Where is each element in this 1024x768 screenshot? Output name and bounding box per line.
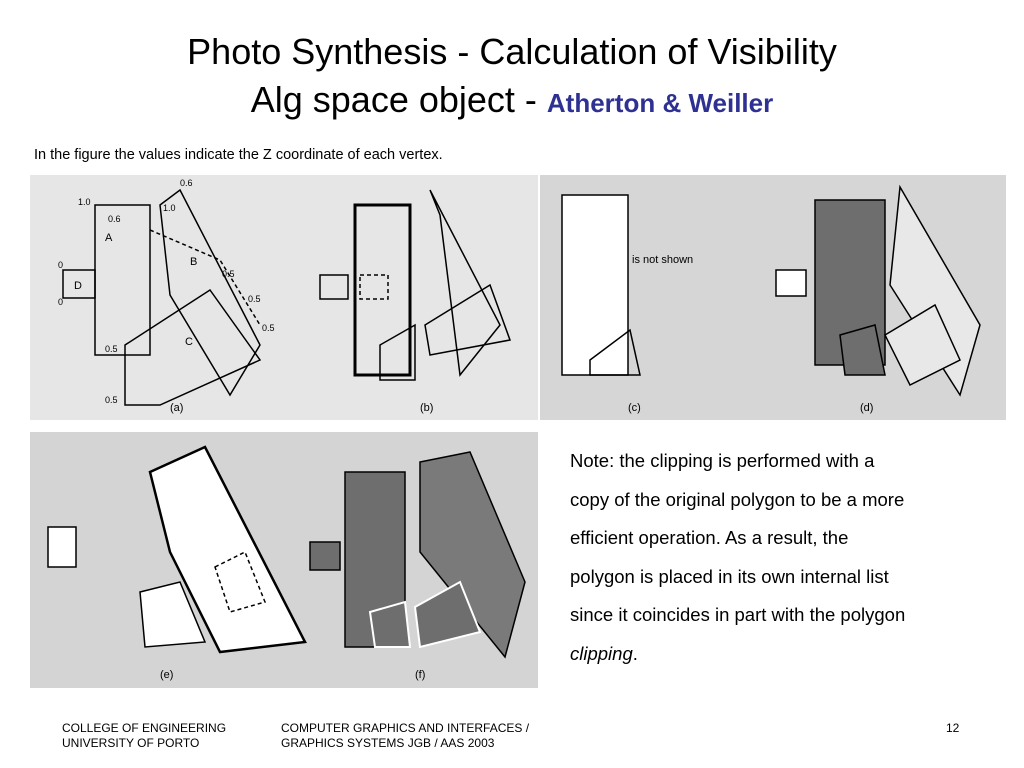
fig-f-polygon-d: [309, 541, 341, 571]
fig-a-value: 0.5: [222, 269, 235, 279]
fig-f-polygon-c-out-b: [413, 580, 482, 649]
fig-a-value: 0.6: [180, 178, 193, 188]
footer-mid-2: GRAPHICS SYSTEMS JGB / AAS 2003: [281, 736, 495, 750]
fig-a-polygon-c: [124, 288, 262, 406]
fig-a-label: D: [74, 280, 82, 292]
fig-b-polygon-d-in: [359, 274, 389, 300]
fig-d-polygon-d: [775, 269, 807, 297]
footer-course: COMPUTER GRAPHICS AND INTERFACES / GRAPH…: [281, 721, 529, 751]
fig-a-value: 1.0: [78, 197, 91, 207]
figure-ab-svg: 0.6 1.0 1.0 0.6 0 0 0.5 0.5 0.5 0.5 0.5 …: [58, 178, 512, 414]
title-prefix: Alg space object -: [250, 79, 547, 120]
note-line-last: clipping.: [570, 635, 1000, 674]
note-punct: .: [632, 642, 638, 664]
fig-c-polygon-c-in: [589, 328, 641, 376]
figure-b-caption: (b): [420, 402, 433, 414]
fig-c-polygon-a: [561, 194, 629, 376]
fig-c-note: is not shown: [632, 254, 693, 266]
fig-e-polygon-b-out: [148, 445, 307, 654]
figure-c-caption: (c): [628, 402, 641, 414]
fig-e-polygon-c-in: [214, 550, 267, 613]
note-line: since it coincides in part with the poly…: [570, 604, 906, 625]
footer-left-1: COLLEGE OF ENGINEERING: [62, 721, 227, 735]
fig-d-polygon-c-in: [839, 324, 886, 376]
note-line: polygon is placed in its own internal li…: [570, 565, 889, 587]
footer-mid-1: COMPUTER GRAPHICS AND INTERFACES /: [281, 721, 530, 735]
fig-e-polygon-c-out: [139, 581, 207, 648]
fig-e-polygon-d-out: [47, 526, 77, 568]
fig-b-polygon-d-out: [319, 274, 349, 300]
fig-b-polygon-b: [429, 189, 501, 377]
figure-ef-svg: (e) (f): [47, 445, 526, 681]
figure-d-caption: (d): [860, 402, 873, 414]
fig-a-value: 0.5: [262, 323, 275, 333]
footer-institution: COLLEGE OF ENGINEERING UNIVERSITY OF POR…: [62, 721, 226, 751]
fig-a-value: 0.5: [105, 395, 118, 405]
footer-left-2: UNIVERSITY OF PORTO: [62, 736, 200, 750]
fig-a-polygon-a: [94, 204, 151, 356]
fig-b-polygon-c-out: [424, 283, 512, 356]
scan-panel-cd: is not shown (c) (d): [540, 175, 1006, 420]
figure-f-caption: (f): [415, 669, 425, 681]
page-number: 12: [946, 721, 960, 735]
title-accent: Atherton & Weiller: [546, 88, 774, 118]
title-line-2: Alg space object - Atherton & Weiller: [0, 76, 1024, 127]
note-line: Note: the clipping is performed with a: [570, 450, 875, 471]
fig-a-value: 0: [58, 260, 63, 270]
fig-d-polygon-c: [884, 303, 961, 387]
figure-cd-svg: is not shown (c) (d): [561, 184, 981, 414]
note-paragraph: Note: the clipping is performed with a c…: [570, 442, 1000, 673]
figure-e-caption: (e): [160, 669, 173, 681]
figure-a-caption: (a): [170, 402, 183, 414]
fig-a-value: 0.5: [248, 294, 261, 304]
fig-a-value: 0.6: [108, 214, 121, 224]
fig-a-label: A: [105, 232, 113, 244]
note-line: efficient operation. As a result, the: [570, 527, 849, 548]
fig-d-polygon-a: [814, 199, 886, 366]
fig-d-polygon-b: [889, 184, 981, 397]
note-emphasis: clipping: [570, 642, 633, 664]
fig-a-value: 0: [58, 297, 63, 307]
figure-caption-text: In the figure the values indicate the Z …: [34, 147, 443, 163]
scan-panel-ab: 0.6 1.0 1.0 0.6 0 0 0.5 0.5 0.5 0.5 0.5 …: [30, 175, 538, 420]
fig-b-polygon-c-in: [379, 323, 416, 381]
fig-f-polygon-b: [419, 451, 526, 659]
title-line-1: Photo Synthesis - Calculation of Visibil…: [187, 31, 837, 72]
fig-f-polygon-c-in: [368, 600, 412, 648]
note-line: copy of the original polygon to be a mor…: [570, 488, 905, 510]
fig-a-value: 1.0: [163, 203, 176, 213]
fig-a-label: C: [185, 336, 193, 348]
scan-panel-ef: (e) (f): [30, 432, 538, 688]
fig-b-polygon-a: [353, 203, 412, 377]
fig-a-value: 0.5: [105, 344, 118, 354]
fig-a-polygon-b: [159, 188, 261, 397]
slide-title: Photo Synthesis - Calculation of Visibil…: [0, 28, 1024, 127]
fig-a-polygon-d: [62, 269, 96, 299]
fig-a-label: B: [190, 256, 197, 268]
